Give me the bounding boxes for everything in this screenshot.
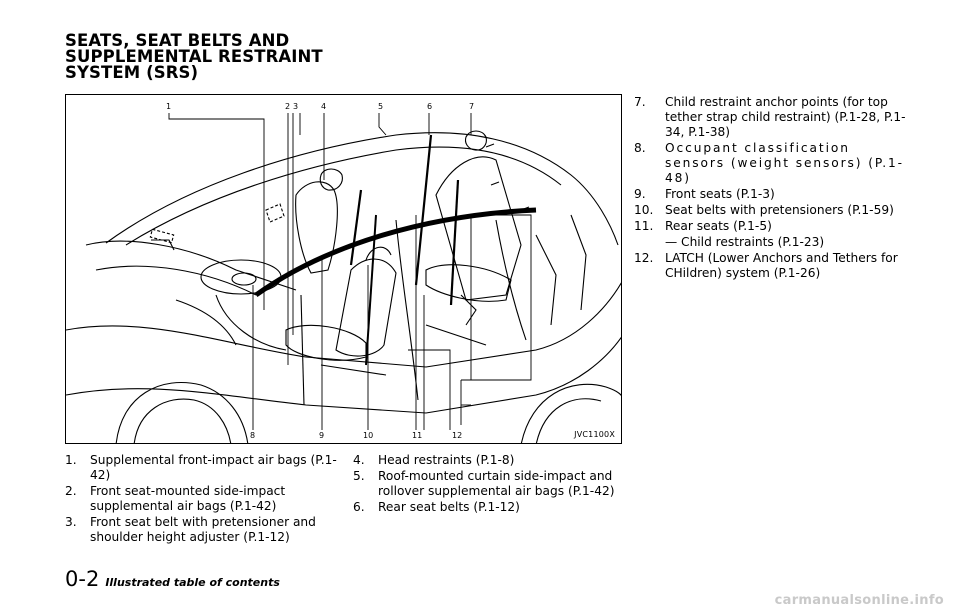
item-list-column-3: 7. Child restraint anchor points (for to… bbox=[634, 95, 912, 282]
figure-label-1: 1 bbox=[166, 102, 171, 111]
item-text: Head restraints (P.1-8) bbox=[378, 453, 515, 467]
item-number: 11. bbox=[634, 219, 654, 233]
figure-label-12: 12 bbox=[452, 431, 462, 440]
item-text: Seat belts with pretensioners (P.1-59) bbox=[665, 203, 894, 217]
item-list-column-2: 4. Head restraints (P.1-8) 5. Roof-mount… bbox=[353, 453, 628, 516]
item-text: Roof-mounted curtain side-impact and rol… bbox=[378, 469, 615, 498]
heading-line-1: SEATS, SEAT BELTS AND bbox=[65, 31, 290, 50]
list-item: 6. Rear seat belts (P.1-12) bbox=[353, 500, 628, 515]
item-list-column-1: 1. Supplemental front-impact air bags (P… bbox=[65, 453, 345, 546]
list-item: 3. Front seat belt with pretensioner and… bbox=[65, 515, 345, 545]
item-text: Occupant classification sensors (weight … bbox=[665, 141, 904, 185]
figure-label-5: 5 bbox=[378, 102, 383, 111]
item-number: 3. bbox=[65, 515, 77, 529]
figure-label-9: 9 bbox=[319, 431, 324, 440]
item-text: Front seats (P.1-3) bbox=[665, 187, 775, 201]
item-number: 9. bbox=[634, 187, 646, 201]
item-number: 8. bbox=[634, 141, 646, 155]
figure-label-8: 8 bbox=[250, 431, 255, 440]
item-text: Front seat-mounted side-impact supplemen… bbox=[90, 484, 286, 513]
page-number: 0-2 bbox=[65, 567, 100, 591]
car-interior-cutaway-drawing: 1 2 3 4 5 6 7 8 9 10 11 12 bbox=[66, 102, 621, 443]
figure-label-7: 7 bbox=[469, 102, 474, 111]
list-item: 4. Head restraints (P.1-8) bbox=[353, 453, 628, 468]
list-item: 8. Occupant classification sensors (weig… bbox=[634, 141, 912, 186]
figure-label-11: 11 bbox=[412, 431, 422, 440]
list-item: 7. Child restraint anchor points (for to… bbox=[634, 95, 912, 140]
item-number: 4. bbox=[353, 453, 365, 467]
heading-line-3: SYSTEM (SRS) bbox=[65, 63, 199, 82]
page-footer: 0-2 Illustrated table of contents bbox=[65, 567, 280, 591]
item-number: 1. bbox=[65, 453, 77, 467]
footer-title: Illustrated table of contents bbox=[105, 576, 280, 589]
figure-label-4: 4 bbox=[321, 102, 326, 111]
item-text: — Child restraints (P.1-23) bbox=[665, 235, 825, 249]
figure-code: JVC1100X bbox=[574, 430, 615, 439]
seat-belt-srs-illustration: 1 2 3 4 5 6 7 8 9 10 11 12 JVC1100X bbox=[65, 94, 622, 444]
item-text: Rear seat belts (P.1-12) bbox=[378, 500, 520, 514]
section-heading: SEATS, SEAT BELTS AND SUPPLEMENTAL RESTR… bbox=[65, 31, 385, 82]
list-item: 11. Rear seats (P.1-5) bbox=[634, 219, 912, 234]
item-number: 6. bbox=[353, 500, 365, 514]
figure-label-3: 3 bbox=[293, 102, 298, 111]
list-item: 10. Seat belts with pretensioners (P.1-5… bbox=[634, 203, 912, 218]
figure-label-2: 2 bbox=[285, 102, 290, 111]
item-number: 2. bbox=[65, 484, 77, 498]
item-text: Supplemental front-impact air bags (P.1-… bbox=[90, 453, 337, 482]
figure-label-6: 6 bbox=[427, 102, 432, 111]
heading-line-2: SUPPLEMENTAL RESTRAINT bbox=[65, 47, 323, 66]
item-text: LATCH (Lower Anchors and Tethers for CHi… bbox=[665, 251, 898, 280]
list-item: 5. Roof-mounted curtain side-impact and … bbox=[353, 469, 628, 499]
list-item: 2. Front seat-mounted side-impact supple… bbox=[65, 484, 345, 514]
item-number: 5. bbox=[353, 469, 365, 483]
item-number: 7. bbox=[634, 95, 646, 109]
item-number: 12. bbox=[634, 251, 654, 265]
list-item: 1. Supplemental front-impact air bags (P… bbox=[65, 453, 345, 483]
item-number: 10. bbox=[634, 203, 654, 217]
item-text: Child restraint anchor points (for top t… bbox=[665, 95, 906, 139]
list-subitem: — Child restraints (P.1-23) bbox=[634, 235, 912, 250]
list-item: 12. LATCH (Lower Anchors and Tethers for… bbox=[634, 251, 912, 281]
site-watermark: carmanualsonline.info bbox=[774, 593, 944, 608]
item-text: Front seat belt with pretensioner and sh… bbox=[90, 515, 316, 544]
figure-label-10: 10 bbox=[363, 431, 373, 440]
item-text: Rear seats (P.1-5) bbox=[665, 219, 772, 233]
list-item: 9. Front seats (P.1-3) bbox=[634, 187, 912, 202]
